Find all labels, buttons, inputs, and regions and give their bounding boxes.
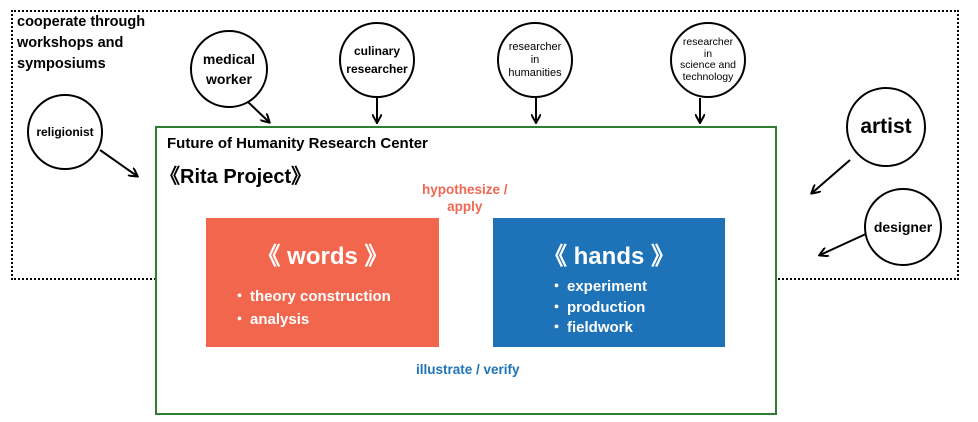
religionist-circle: religionist	[27, 94, 103, 170]
list-item: ・experiment	[549, 277, 647, 298]
research-center-title: Future of Humanity Research Center	[167, 135, 428, 152]
words-list: ・theory construction ・analysis	[232, 285, 391, 331]
artist-circle: artist	[846, 87, 926, 167]
project-title: 《Rita Project》	[160, 166, 312, 188]
list-item: ・analysis	[232, 308, 391, 331]
arrow-artist	[812, 159, 851, 193]
list-item: ・theory construction	[232, 285, 391, 308]
arrow-medical-worker	[247, 101, 269, 122]
words-title: 《 words 》	[256, 243, 389, 270]
hands-panel: 《 hands 》 ・experiment ・production ・field…	[493, 218, 725, 347]
culinary-researcher-circle: culinary researcher	[339, 22, 415, 98]
arrow-designer	[820, 232, 869, 255]
bullet: ・	[232, 288, 248, 305]
hands-list: ・experiment ・production ・fieldwork	[549, 277, 647, 339]
bullet: ・	[232, 311, 248, 328]
words-panel: 《 words 》 ・theory construction ・analysis	[206, 218, 439, 347]
science-researcher-circle: researcher in science and technology	[670, 22, 746, 98]
arrow-religionist	[99, 149, 137, 176]
list-item: ・fieldwork	[549, 318, 647, 339]
flow-label-hypothesize: hypothesize / apply	[422, 182, 508, 214]
hands-title: 《 hands 》	[542, 243, 675, 270]
humanities-researcher-circle: researcher in humanities	[497, 22, 573, 98]
list-item: ・production	[549, 298, 647, 319]
bullet: ・	[549, 298, 565, 316]
medical-worker-circle: medical worker	[190, 30, 268, 108]
flow-label-illustrate: illustrate / verify	[416, 362, 520, 377]
bullet: ・	[549, 278, 565, 295]
bullet: ・	[549, 319, 565, 336]
designer-circle: designer	[864, 188, 942, 266]
workshop-label: cooperate through workshops and symposiu…	[17, 14, 146, 72]
